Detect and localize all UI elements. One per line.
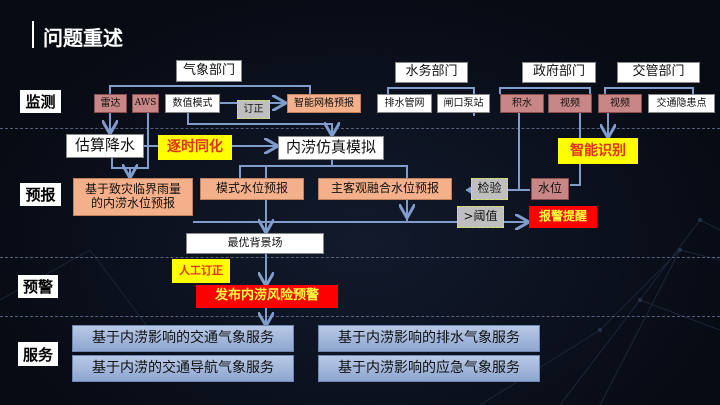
model-level-forecast-box: 模式水位预报 [200,178,304,200]
correct-box: 订正 [237,100,270,119]
divider [0,128,720,129]
pump-station-box: 闸口泵站 [437,94,490,113]
fusion-level-forecast-box: 主客观融合水位预报 [318,178,452,200]
service-navigation: 基于内涝的交通导航气象服务 [72,355,294,382]
row-label-forecast: 预报 [20,183,61,206]
verify-box: 检验 [471,178,508,200]
page-title: 问题重述 [43,26,123,50]
gov-video-box: 视频 [548,94,592,113]
threshold-box: >阈值 [457,206,504,228]
nwp-box: 数值模式 [165,94,220,113]
title-bar [32,21,34,48]
divider [0,316,720,317]
traffic-video-box: 视频 [598,94,642,113]
flood-sim-box: 内涝仿真模拟 [278,136,384,160]
drain-network-box: 排水管网 [377,94,432,113]
divider [0,257,720,258]
alarm-box: 报警提醒 [529,206,597,228]
row-label-monitor: 监测 [20,90,61,113]
traffic-hazard-box: 交通隐患点 [648,94,715,113]
water-level-box: 水位 [531,178,569,200]
dept-traffic: 交管部门 [617,62,700,83]
service-traffic: 基于内涝影响的交通气象服务 [72,325,294,352]
critical-rain-forecast-box: 基于致灾临界雨量的内涝水位预报 [73,178,193,216]
aws-box: AWS [132,94,159,113]
assimilation-box: 逐时同化 [158,135,232,160]
dept-water: 水务部门 [395,62,468,83]
ponding-box: 积水 [500,94,544,113]
manual-correct-box: 人工订正 [172,259,230,283]
radar-box: 雷达 [94,94,127,113]
estimate-precip-box: 估算降水 [66,134,144,158]
optimal-background-box: 最优背景场 [186,233,324,254]
row-label-service: 服务 [18,342,58,366]
publish-warning-box: 发布内涝风险预警 [196,285,338,308]
row-label-warning: 预警 [18,275,58,298]
dept-meteo: 气象部门 [176,60,242,82]
service-drainage: 基于内涝影响的排水气象服务 [318,325,540,352]
service-emergency: 基于内涝影响的应急气象服务 [318,355,540,382]
grid-forecast-box: 智能网格预报 [287,94,361,113]
smart-recognition-box: 智能识别 [558,138,638,164]
dept-gov: 政府部门 [522,62,596,83]
